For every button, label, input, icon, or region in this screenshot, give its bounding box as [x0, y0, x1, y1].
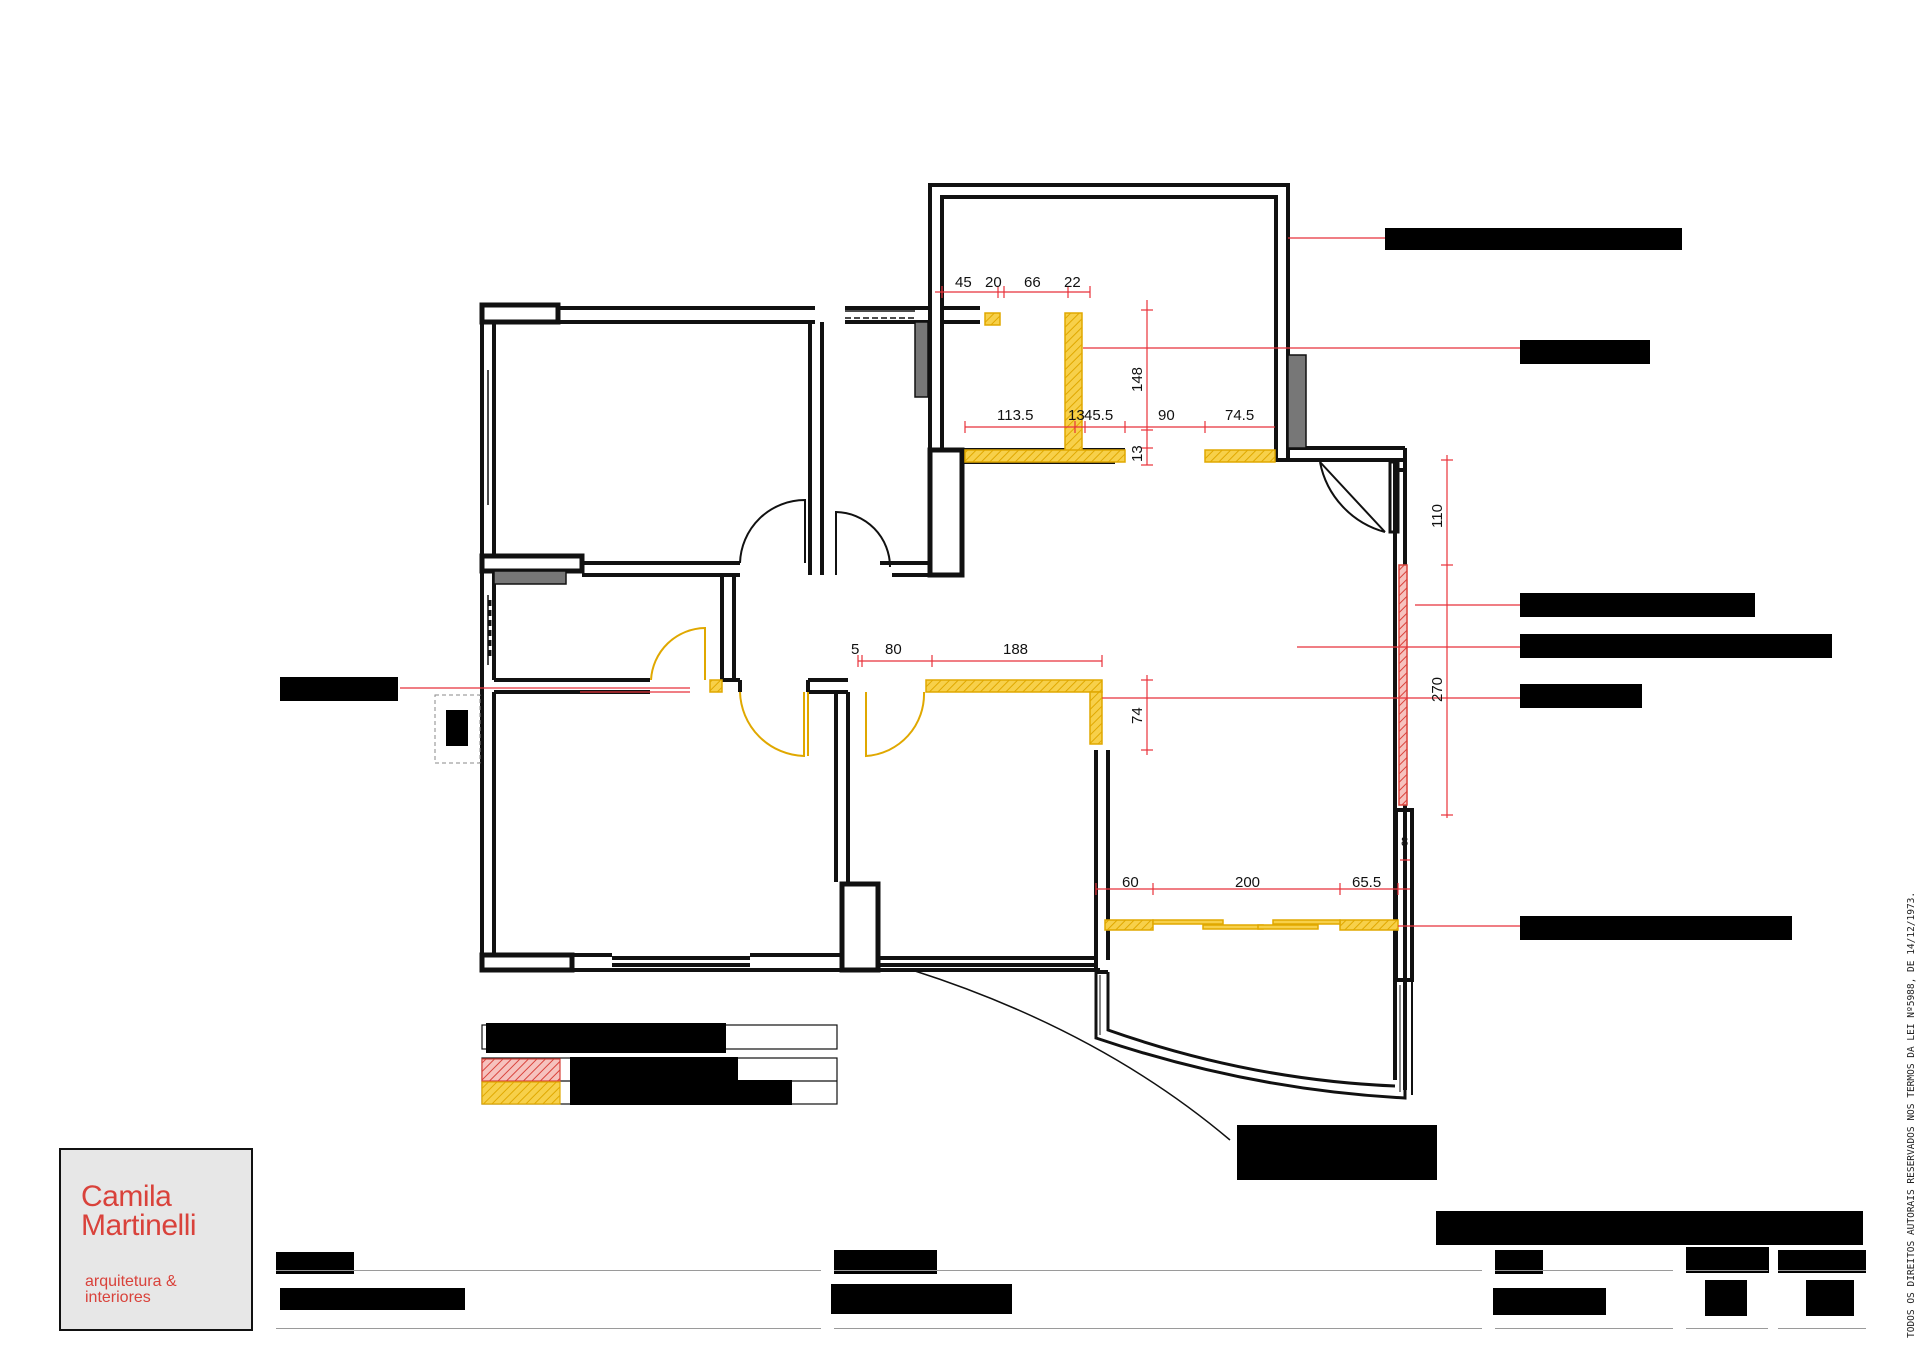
dimension-lines [400, 237, 1570, 927]
new-sliding-door [1152, 919, 1341, 930]
redacted-legend-item [570, 1057, 738, 1082]
redacted-label [1385, 228, 1682, 250]
dim-270: 270 [1429, 677, 1446, 702]
redacted-legend-title [486, 1023, 726, 1053]
dim-113-5: 113.5 [997, 407, 1033, 424]
redacted-field-value [1493, 1288, 1606, 1315]
title-block-line [1495, 1270, 1673, 1271]
redacted-field-label [1778, 1250, 1866, 1273]
redacted-fixture [446, 710, 468, 746]
dim-65-5: 65.5 [1352, 874, 1381, 891]
dim-80: 80 [885, 641, 902, 658]
redacted-project-title [1436, 1211, 1863, 1245]
dim-22: 22 [1064, 274, 1081, 291]
legend-swatch-build [481, 1081, 561, 1105]
dim-148: 148 [1129, 367, 1146, 392]
title-block-line [276, 1328, 821, 1329]
title-block-line [1686, 1328, 1768, 1329]
existing-doors [739, 458, 1386, 575]
dim-8: 8 [1401, 834, 1408, 849]
new-doors [650, 626, 926, 758]
redacted-label [1520, 593, 1755, 617]
title-block-line [1686, 1270, 1768, 1271]
windows [487, 310, 915, 665]
dim-45-5: 45.5 [1084, 407, 1113, 424]
legend-swatch-demolish [481, 1058, 561, 1082]
title-block-line [1778, 1270, 1866, 1271]
dim-74: 74 [1129, 707, 1146, 724]
redacted-field-value [280, 1288, 465, 1310]
copyright-notice: TODOS OS DIREITOS AUTORAIS RESERVADOS NO… [1906, 891, 1917, 1338]
logo-name-line1: Camila [81, 1180, 172, 1213]
title-block-line [1495, 1328, 1673, 1329]
redacted-label [1520, 684, 1642, 708]
logo-name-line2: Martinelli [81, 1209, 197, 1242]
dim-60: 60 [1122, 874, 1139, 891]
redacted-label [1520, 340, 1650, 364]
title-block-line [834, 1270, 1482, 1271]
redacted-label [280, 677, 398, 701]
title-block-line [276, 1270, 821, 1271]
dim-110: 110 [1429, 504, 1446, 528]
title-block-line [834, 1328, 1482, 1329]
logo-sub-line2: interiores [85, 1289, 151, 1306]
demolish-wall [1398, 564, 1408, 806]
dim-200: 200 [1235, 874, 1260, 891]
redacted-label [1520, 916, 1792, 940]
existing-walls [479, 183, 1414, 1090]
dimension-labels: 45 20 66 22 148 113.5 13 45.5 90 74.5 13… [851, 274, 1446, 891]
dim-45: 45 [955, 274, 972, 291]
dim-74-5: 74.5 [1225, 407, 1254, 424]
redacted-field-label [1686, 1247, 1769, 1273]
dim-188: 188 [1003, 641, 1028, 658]
redacted-field-value [1705, 1280, 1747, 1316]
redacted-field-value [1806, 1280, 1854, 1316]
dim-5: 5 [851, 641, 859, 658]
new-walls [709, 312, 1399, 931]
redacted-label [1520, 634, 1832, 658]
left-fixture [434, 694, 481, 764]
logo-sub-line1: arquitetura & [85, 1273, 177, 1290]
dim-90: 90 [1158, 407, 1175, 424]
redacted-legend-item [570, 1080, 792, 1105]
title-block-line [1778, 1328, 1866, 1329]
dim-66: 66 [1024, 274, 1041, 291]
redacted-field-value [831, 1284, 1012, 1314]
logo: Camila Martinelli arquitetura & interior… [59, 1148, 253, 1331]
dim-13-vertical: 13 [1129, 445, 1146, 462]
curved-balcony [911, 940, 1413, 1141]
dim-20: 20 [985, 274, 1002, 291]
dim-13: 13 [1068, 407, 1085, 424]
columns [493, 321, 1307, 585]
redacted-drawing-title [1237, 1125, 1437, 1180]
redacted-field-label [276, 1252, 354, 1274]
